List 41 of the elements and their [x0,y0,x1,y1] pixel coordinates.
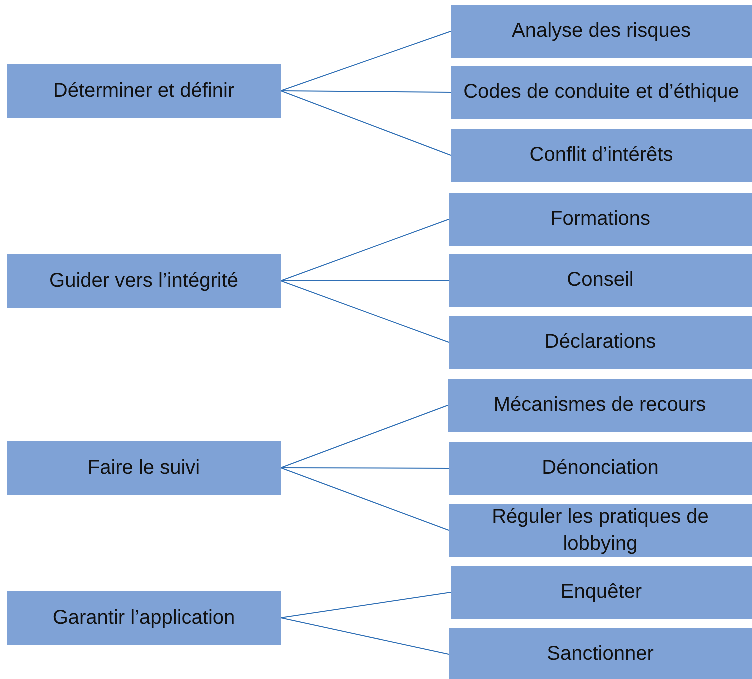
box-label: Déterminer et définir [53,78,235,104]
category-box [449,504,752,557]
box-label: Formations [550,207,651,232]
box-label: Garantir l’application [52,606,236,630]
connector-line [280,31,452,92]
box-label: Déclarations [544,330,656,355]
box-label: Dénonciation [542,456,659,481]
category-box [451,66,752,119]
category-box [451,566,752,619]
category-box [7,64,281,118]
box-label: Réguler les pratiques de lobbying [491,504,710,556]
category-box [451,129,752,182]
connector-line [280,618,450,655]
box-label: Sanctionner [547,642,654,667]
category-box [7,591,281,645]
box-label: Enquêter [560,580,642,605]
box-label: Analyse des risques [512,19,691,44]
box-label: Guider vers l’intégrité [50,268,238,294]
connector-line [280,592,452,618]
connector-line [280,90,452,156]
box-label: Faire le suivi [88,456,200,480]
connector-line [280,468,450,531]
box-label: Mécanismes de recours [494,393,706,418]
box-label: Conflit d’intérêts [530,143,674,168]
category-box [449,628,752,679]
category-box [449,316,752,369]
category-box [449,442,752,495]
category-box [449,254,752,307]
category-box [448,379,752,432]
category-box [7,254,281,308]
connector-line [280,280,450,282]
connector-line [280,90,452,93]
category-box [449,193,752,246]
connector-line [280,405,448,468]
box-label: Codes de conduite et d’éthique [464,80,740,105]
connector-line [280,468,450,469]
connector-line [280,280,450,343]
category-box [7,441,281,495]
box-label: Conseil [567,268,634,293]
connector-line [280,219,450,282]
category-box [451,5,752,58]
